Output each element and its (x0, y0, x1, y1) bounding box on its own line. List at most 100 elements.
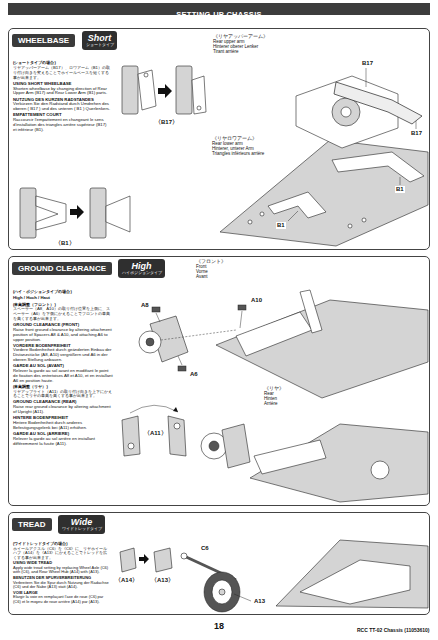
upper-arm-views-stroke (138, 70, 156, 110)
callout-number-block: 〈A14〉 (114, 577, 139, 584)
tread-parts-stroke (276, 540, 428, 608)
callout-number: 〈B17〉 (154, 119, 179, 126)
model-name-block: RCC TT-02 Chassis (11053610) (357, 627, 430, 634)
callout-number-block: B1 (276, 222, 286, 229)
rear-suspension-stroke (209, 441, 219, 451)
part-name: Tirant arrière (213, 49, 313, 54)
front-suspension-stroke (178, 366, 186, 371)
tread-parts (120, 540, 428, 612)
type-badge: Wideワイドトレッドタイプ (58, 515, 105, 534)
part-name: Hinterer, unterer Arm (212, 146, 302, 151)
part-name-block: 《リヤアッパーアーム》Rear upper armHinterer oberer… (213, 34, 313, 54)
lower-arm-views-stroke (20, 188, 36, 238)
callout-number-block: 〈B17〉 (154, 119, 179, 126)
rear-suspension-stroke (222, 424, 250, 468)
instruction-text: Relever la garde au sol arrière en insta… (13, 437, 113, 447)
rear-suspension-stroke (128, 443, 134, 449)
rear-chassis-short-stroke (268, 192, 326, 218)
callout-number: A8 (140, 302, 150, 309)
part-name: Rear upper arm (213, 39, 313, 44)
front-suspension-stroke (146, 338, 154, 346)
page-number-block: 18 (214, 621, 224, 631)
callout-number-block: 〈B1〉 (54, 240, 76, 247)
callout-number: B1 (276, 222, 286, 229)
front-suspension-stroke (156, 313, 160, 322)
callout-number: 〈B1〉 (54, 240, 76, 247)
instruction-text: High / Hoch / Haut (13, 296, 113, 301)
front-suspension-stroke (300, 290, 322, 333)
rear-chassis-short-stroke (248, 220, 252, 224)
callout-number-block: B17 (361, 60, 374, 67)
instruction-text-block: (ハイ・ポジションタイプの場合)High / Hoch / Haut(車高調整（… (13, 289, 113, 446)
tread-parts-stroke (300, 560, 410, 604)
rear-suspension-stroke (254, 440, 326, 474)
part-name: Hinten (264, 396, 344, 401)
tread-parts-stroke (139, 554, 149, 564)
tread-parts-stroke (181, 553, 187, 559)
title-bar: SETTING UP CHASSIS (8, 3, 430, 15)
rear-suspension-stroke (168, 416, 186, 456)
upper-arm-views-stroke (158, 84, 172, 98)
rear-suspension-stroke (174, 423, 180, 429)
part-name-block: 《リヤ》RearHintenArrière (264, 386, 344, 406)
tread-parts-stroke (234, 594, 251, 601)
front-suspension (139, 290, 428, 398)
page-title: SETTING UP CHASSIS (176, 10, 262, 19)
tread-parts-stroke (212, 580, 232, 604)
section-heading: WHEELBASE (12, 34, 75, 47)
callout-number-block: B1 (395, 186, 405, 193)
rear-suspension-stroke (173, 407, 178, 412)
instruction-text: Verbreitern Sie die Spur durch Nutzung d… (13, 581, 109, 590)
front-suspension-stroke (240, 311, 242, 328)
tread-parts-stroke (219, 589, 225, 595)
part-name: Vorne (196, 269, 276, 274)
part-name: 《リヤ》 (264, 386, 344, 391)
callout-number: A6 (189, 371, 199, 378)
callout-number: B17 (410, 130, 423, 137)
callout-number-block: A8 (140, 302, 150, 309)
instruction-text-block: (ショートタイプの場合)リヤアッパーアーム（B17）、ロワアーム（B1）の取り付… (13, 60, 111, 133)
callout-number: A13 (253, 598, 266, 605)
tread-parts-stroke (154, 548, 172, 572)
rear-chassis-short-stroke (332, 98, 360, 126)
section-heading: TREAD (12, 518, 52, 531)
part-name: Triangles inférieurs arrière (212, 151, 302, 156)
part-name-block: 《リヤロワアーム》Rear lower armHinterer, unterer… (212, 136, 302, 156)
tread-parts-stroke (120, 548, 136, 572)
rear-suspension-stroke (122, 416, 140, 456)
upper-arm-views (122, 66, 206, 114)
type-badge: Shortショートタイプ (82, 31, 117, 50)
callout-number: C6 (200, 545, 210, 552)
lower-arm-views-stroke (70, 205, 84, 219)
section-heading: GROUND CLEARANCE (12, 262, 112, 275)
lower-arm-views-stroke (90, 188, 106, 238)
callout-number: 〈A14〉 (114, 577, 139, 584)
badge-caption: ワイドトレッドタイプ (61, 527, 102, 532)
rear-chassis-short-stroke (334, 82, 422, 124)
callout-number: B1 (395, 186, 405, 193)
rear-suspension-stroke (250, 424, 428, 502)
callout-number: A10 (250, 297, 263, 304)
upper-arm-views-stroke (176, 66, 192, 114)
part-name: Avant (196, 274, 276, 279)
instruction-text: Vordere Bodenfreiheit durch geänderten E… (13, 348, 113, 362)
instruction-text: Hintere Bodenfreiheit durch anderes Befe… (13, 421, 113, 431)
part-name: 《リヤロワアーム》 (212, 136, 302, 141)
instruction-text: Apply wide tread setting by replacing Wh… (13, 566, 109, 575)
instruction-text-block: (ワイドトレッドタイプの場合)ホイールアクスル（C6）を《C6》に、リヤホイール… (13, 541, 109, 604)
instruction-text: Shorten wheelbase by changing direction … (13, 87, 111, 97)
callout-number-block: 〈A13〉 (150, 577, 175, 584)
callout-number-block: C6 (200, 545, 210, 552)
rear-chassis-short-stroke (332, 152, 424, 182)
upper-arm-views-stroke (192, 76, 206, 114)
upper-arm-views-stroke (144, 73, 148, 77)
instruction-text: Raise front ground clearance by altering… (13, 328, 113, 342)
front-suspension-stroke (161, 330, 236, 340)
front-suspension-stroke (238, 305, 246, 310)
part-name: Rear lower arm (212, 141, 302, 146)
callout-number-block: A13 (253, 598, 266, 605)
part-name: Hinterer oberer Lenker (213, 44, 313, 49)
badge-word: Wide (61, 517, 102, 527)
callout-number: 〈A13〉 (150, 577, 175, 584)
part-name: Front (196, 264, 276, 269)
